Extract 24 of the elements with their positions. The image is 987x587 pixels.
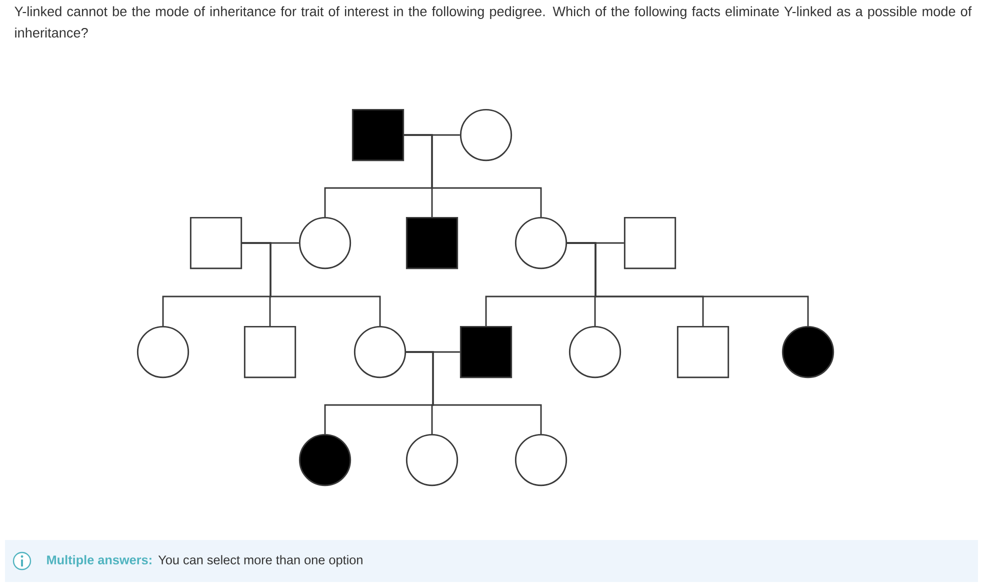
circle-symbol [136, 326, 190, 378]
filled-circle-symbol [782, 326, 834, 378]
filled-square-symbol [406, 216, 458, 270]
pedigree-line [567, 242, 809, 326]
circle-symbol [568, 326, 622, 378]
label-text: Multiple answers: [47, 555, 152, 567]
pedigree-line [242, 242, 381, 326]
square-symbol [190, 216, 242, 270]
circle-symbol [354, 326, 406, 378]
filled-circle-symbol [298, 434, 352, 486]
circle-symbol [514, 216, 568, 270]
circle-symbol [406, 434, 458, 486]
circle-symbol [514, 434, 568, 486]
note-text: You can select more than one option [158, 555, 362, 567]
circle-symbol [298, 216, 352, 270]
filled-square-symbol [460, 326, 512, 378]
square-symbol [676, 326, 730, 378]
pedigree-line [404, 134, 542, 217]
square-symbol [624, 216, 676, 270]
filled-square-symbol [352, 108, 404, 162]
square-symbol [244, 326, 296, 378]
circle-symbol [460, 108, 512, 162]
pedigree-line [406, 351, 542, 434]
question-text: Y-linked cannot be the mode of inheritance for trait of interest in the following pedigree. Which of the following facts eliminate Y-linked as a possible mode of inheritance? [14, 6, 972, 38]
